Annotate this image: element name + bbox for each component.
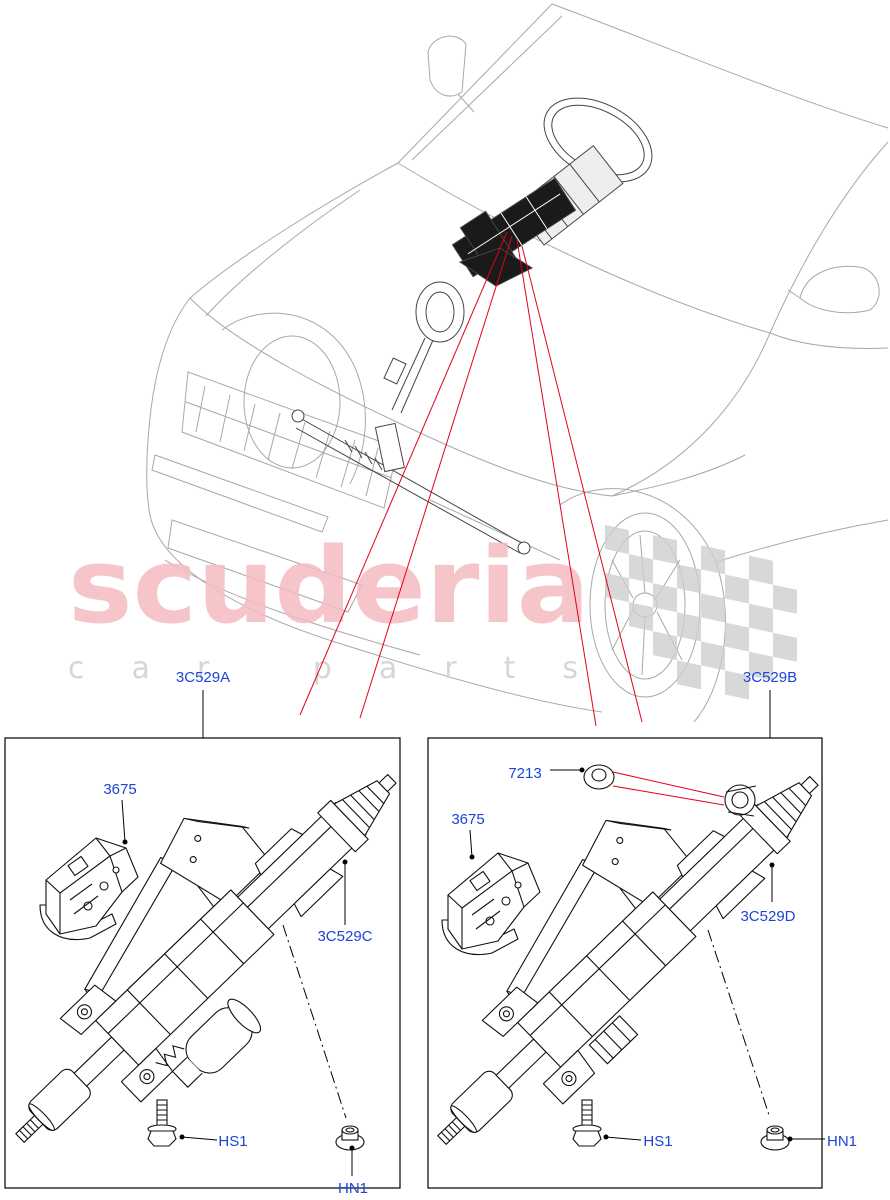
watermark-brand: scuderia: [68, 525, 590, 647]
bolt-hs1-left: [147, 1099, 177, 1147]
callout-column-part-left: 3C529C: [317, 928, 372, 945]
callout-bolt-left: HS1: [218, 1133, 247, 1150]
vehicle-steering-system: [291, 97, 653, 555]
upper-shroud-housing: [724, 784, 757, 817]
callout-bolt-right: HS1: [643, 1133, 672, 1150]
highlight-lines: [299, 231, 725, 806]
callout-nut-left: HN1: [338, 1180, 368, 1197]
callout-module-left: 3675: [103, 781, 136, 798]
callout-cap-right: 7213: [508, 765, 541, 782]
module-3675-right: [441, 852, 541, 956]
column-motor: [155, 998, 262, 1088]
callout-assembly-left: 3C529A: [176, 669, 230, 686]
steering-column-left: [0, 694, 433, 1181]
callout-column-part-right: 3C529D: [740, 908, 795, 925]
vehicle-outline: [146, 3, 889, 723]
steering-column-right: [360, 696, 855, 1183]
callout-module-right: 3675: [451, 811, 484, 828]
callout-nut-right: HN1: [827, 1133, 857, 1150]
bolt-hs1-right: [572, 1099, 602, 1147]
assembly-frame-right: [427, 737, 823, 1189]
callout-assembly-right: 3C529B: [743, 669, 797, 686]
checkered-flag-watermark: [605, 525, 797, 700]
nut-hn1-left: [335, 1125, 365, 1151]
leader-lines: [121, 690, 825, 1176]
nut-hn1-right: [760, 1125, 790, 1151]
callout-labels: 3C529A 3C529B 3675 3675 3C529C 3C529D 72…: [103, 669, 857, 1197]
watermark-tagline: car parts: [68, 651, 578, 686]
cap-7213: [583, 764, 615, 790]
